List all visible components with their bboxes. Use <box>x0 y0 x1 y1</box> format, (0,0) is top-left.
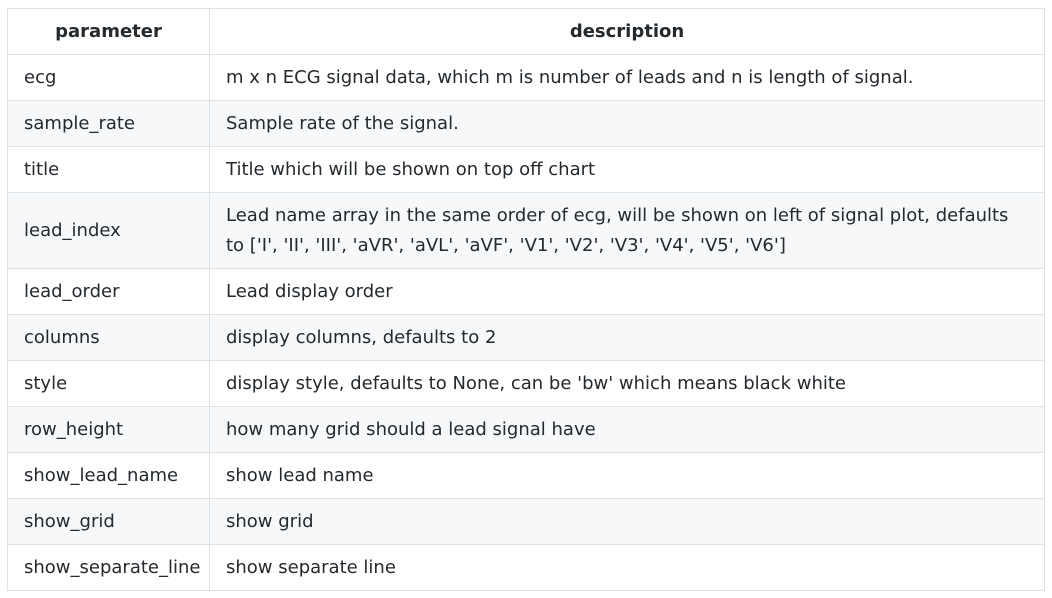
table-row: title Title which will be shown on top o… <box>7 146 1045 193</box>
description-cell: Title which will be shown on top off cha… <box>209 146 1045 193</box>
header-row: parameter description <box>7 8 1045 55</box>
description-cell: display columns, defaults to 2 <box>209 314 1045 361</box>
parameters-table: parameter description ecg m x n ECG sign… <box>7 8 1045 591</box>
table-row: style display style, defaults to None, c… <box>7 360 1045 407</box>
description-cell: show separate line <box>209 544 1045 591</box>
description-cell: show grid <box>209 498 1045 545</box>
description-cell: Lead name array in the same order of ecg… <box>209 192 1045 269</box>
parameter-cell: row_height <box>7 406 210 453</box>
table-header: parameter description <box>7 8 1045 55</box>
table-row: show_grid show grid <box>7 498 1045 545</box>
table-row: ecg m x n ECG signal data, which m is nu… <box>7 54 1045 101</box>
parameter-cell: columns <box>7 314 210 361</box>
header-parameter: parameter <box>7 8 210 55</box>
table-row: lead_index Lead name array in the same o… <box>7 192 1045 269</box>
parameter-cell: title <box>7 146 210 193</box>
parameter-cell: ecg <box>7 54 210 101</box>
parameter-cell: show_separate_line <box>7 544 210 591</box>
description-cell: how many grid should a lead signal have <box>209 406 1045 453</box>
table-row: sample_rate Sample rate of the signal. <box>7 100 1045 147</box>
parameter-cell: lead_order <box>7 268 210 315</box>
table-body: ecg m x n ECG signal data, which m is nu… <box>7 54 1045 591</box>
table-row: lead_order Lead display order <box>7 268 1045 315</box>
description-cell: display style, defaults to None, can be … <box>209 360 1045 407</box>
parameter-cell: lead_index <box>7 192 210 269</box>
header-description: description <box>209 8 1045 55</box>
table-row: columns display columns, defaults to 2 <box>7 314 1045 361</box>
description-cell: m x n ECG signal data, which m is number… <box>209 54 1045 101</box>
parameter-cell: style <box>7 360 210 407</box>
description-cell: Sample rate of the signal. <box>209 100 1045 147</box>
description-cell: show lead name <box>209 452 1045 499</box>
parameter-cell: sample_rate <box>7 100 210 147</box>
description-cell: Lead display order <box>209 268 1045 315</box>
table-row: show_separate_line show separate line <box>7 544 1045 591</box>
table-row: show_lead_name show lead name <box>7 452 1045 499</box>
table-row: row_height how many grid should a lead s… <box>7 406 1045 453</box>
parameter-cell: show_grid <box>7 498 210 545</box>
parameter-cell: show_lead_name <box>7 452 210 499</box>
